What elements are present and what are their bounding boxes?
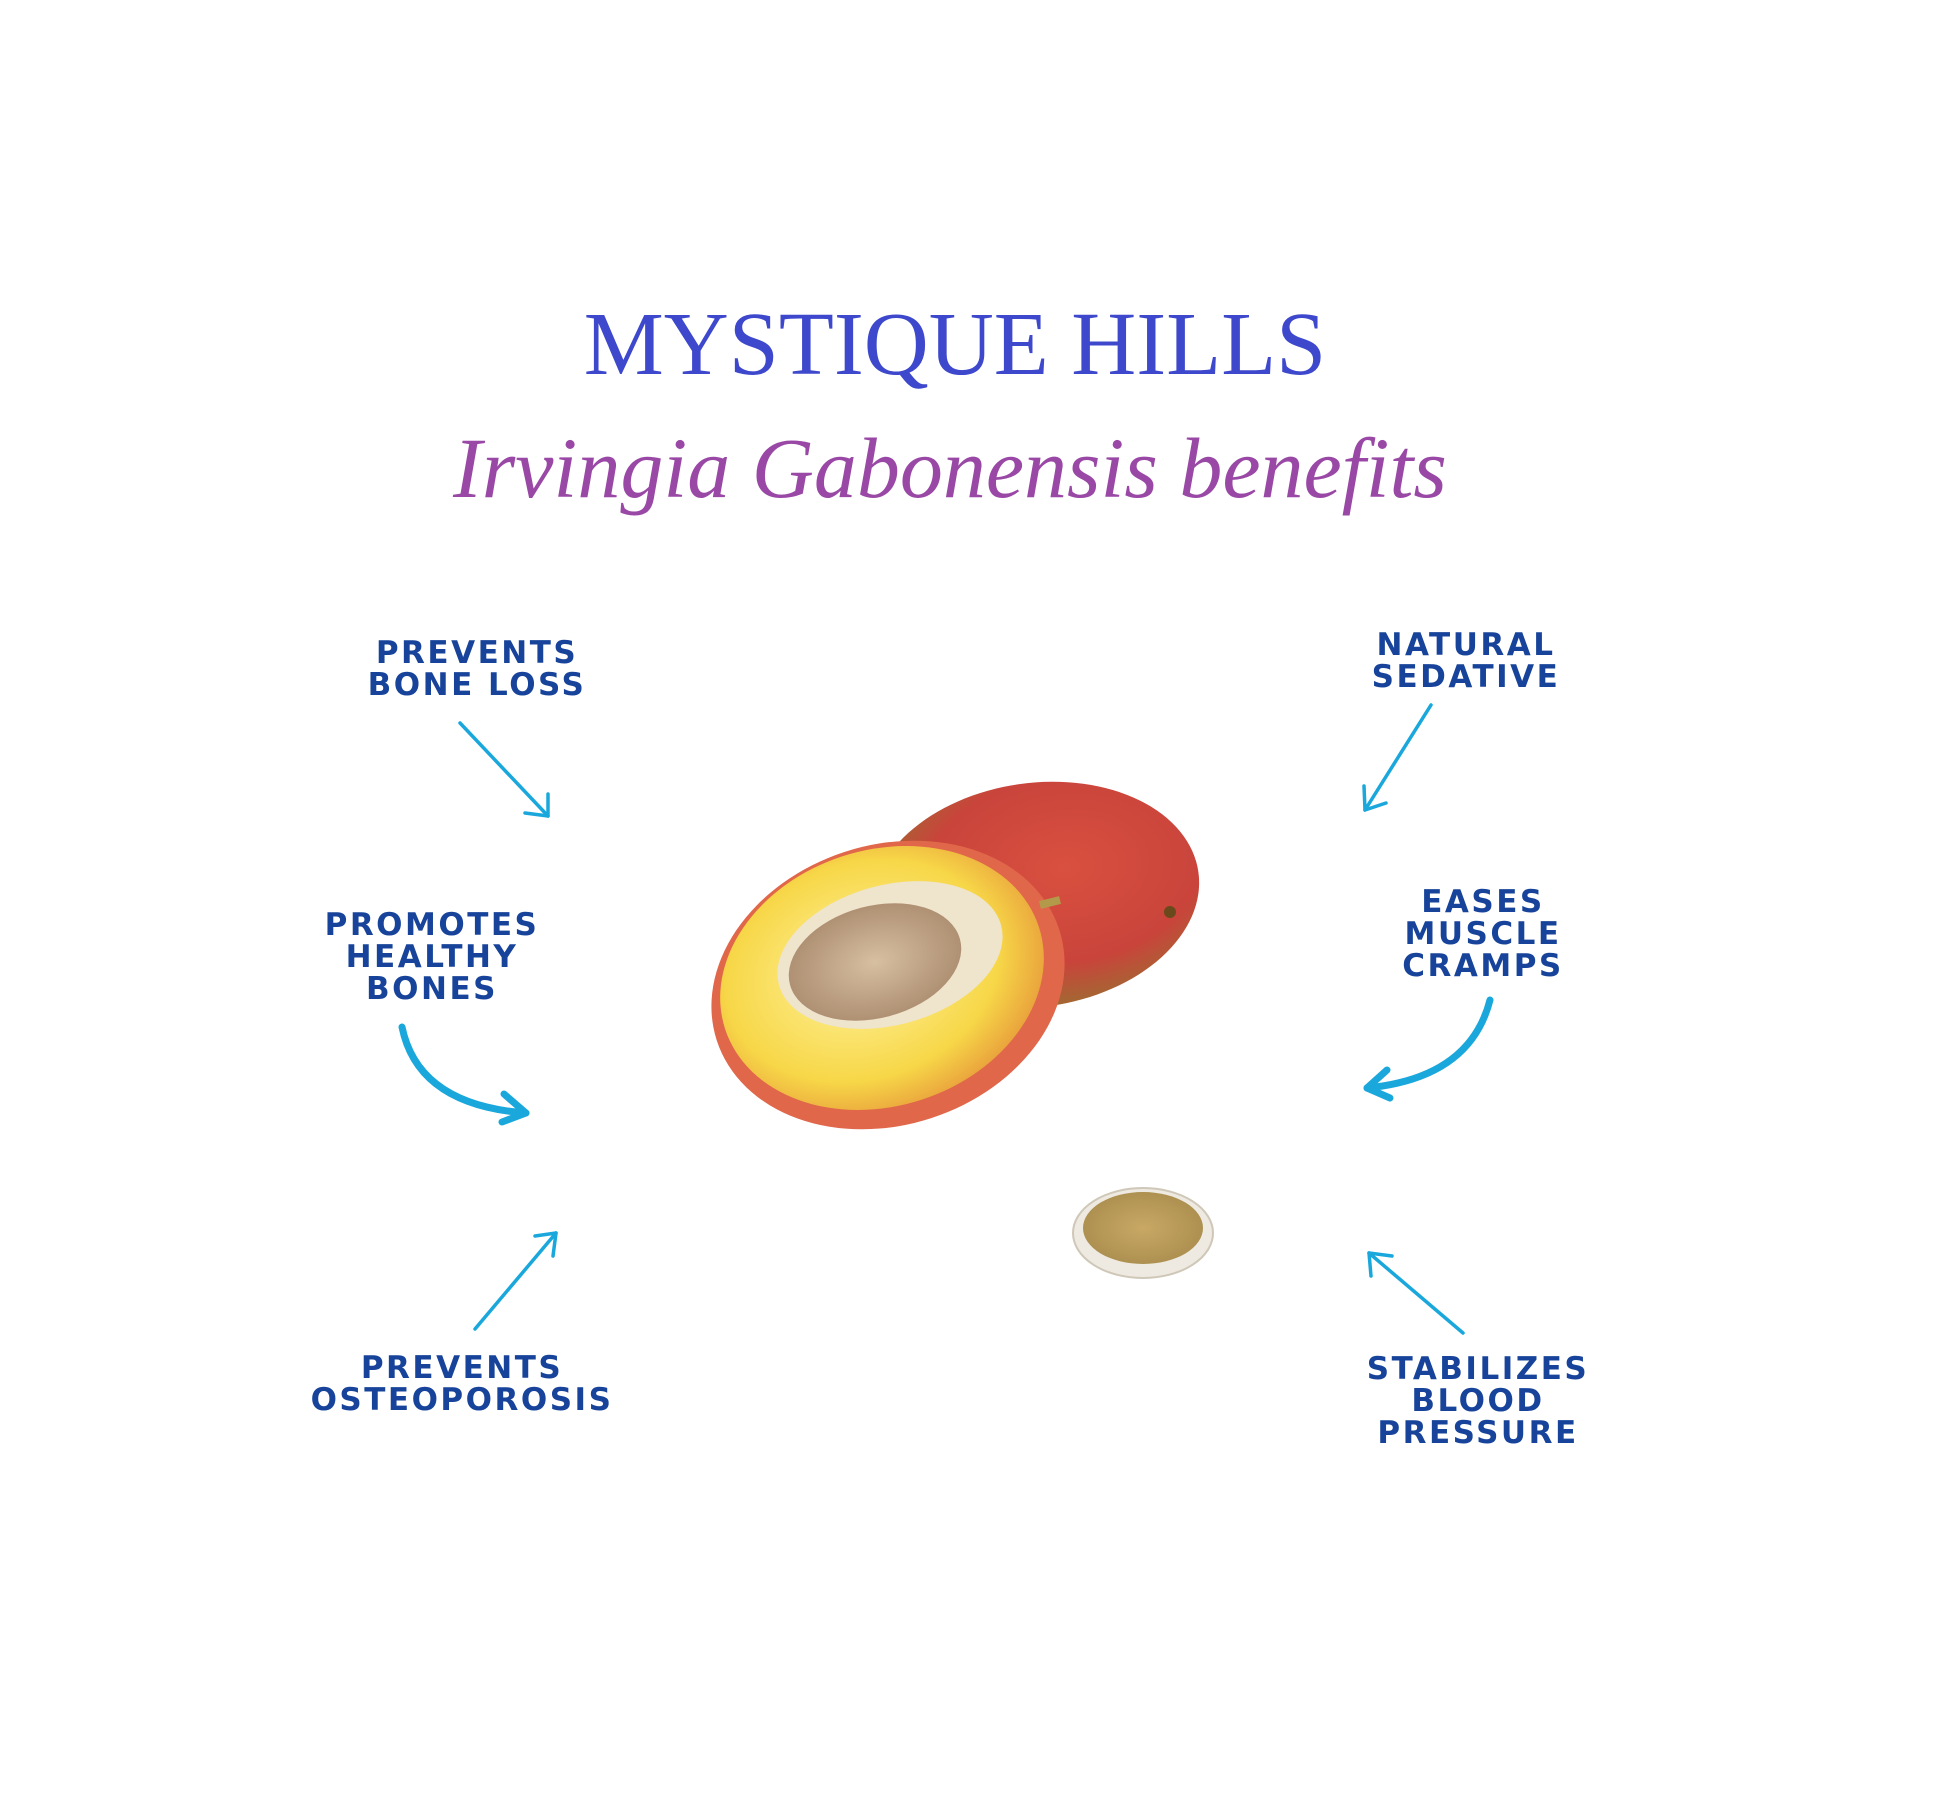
benefit-promotes-healthy-bones: PROMOTES HEALTHY BONES bbox=[222, 909, 642, 1005]
benefit-line: PREVENTS bbox=[375, 635, 579, 671]
benefit-natural-sedative: NATURAL SEDATIVE bbox=[1256, 629, 1676, 693]
benefit-line: SEDATIVE bbox=[1371, 659, 1561, 695]
benefit-stabilizes-blood-pressure: STABILIZES BLOOD PRESSURE bbox=[1268, 1353, 1688, 1449]
benefit-line: MUSCLE bbox=[1404, 916, 1562, 952]
benefit-line: PREVENTS bbox=[360, 1350, 564, 1386]
arrow-muscle-cramps bbox=[1363, 996, 1494, 1102]
benefit-line: STABILIZES bbox=[1366, 1351, 1590, 1387]
benefit-line: PRESSURE bbox=[1377, 1415, 1579, 1451]
arrow-healthy-bones bbox=[398, 1023, 530, 1126]
arrow-bone-loss bbox=[458, 721, 550, 818]
arrow-osteoporosis bbox=[473, 1231, 558, 1331]
page-subtitle: Irvingia Gabonensis benefits bbox=[453, 420, 1447, 516]
benefit-line: BONES bbox=[366, 971, 498, 1007]
mango-half bbox=[711, 840, 1065, 1130]
benefit-line: EASES bbox=[1421, 884, 1545, 920]
benefit-line: BLOOD bbox=[1411, 1383, 1545, 1419]
arrow-blood-pressure bbox=[1367, 1251, 1465, 1335]
powder-bowl bbox=[1072, 1187, 1214, 1279]
benefit-eases-muscle-cramps: EASES MUSCLE CRAMPS bbox=[1273, 886, 1693, 982]
benefit-line: BONE LOSS bbox=[367, 667, 587, 703]
brand-title: MYSTIQUE HILLS bbox=[583, 295, 1327, 394]
benefit-line: CRAMPS bbox=[1402, 948, 1564, 984]
benefit-line: HEALTHY bbox=[345, 939, 519, 975]
benefit-line: NATURAL bbox=[1376, 627, 1556, 663]
benefit-prevents-bone-loss: PREVENTS BONE LOSS bbox=[267, 637, 687, 701]
arrow-sedative bbox=[1362, 703, 1433, 812]
benefit-line: OSTEOPOROSIS bbox=[310, 1382, 614, 1418]
benefit-prevents-osteoporosis: PREVENTS OSTEOPOROSIS bbox=[252, 1352, 672, 1416]
benefit-line: PROMOTES bbox=[324, 907, 540, 943]
